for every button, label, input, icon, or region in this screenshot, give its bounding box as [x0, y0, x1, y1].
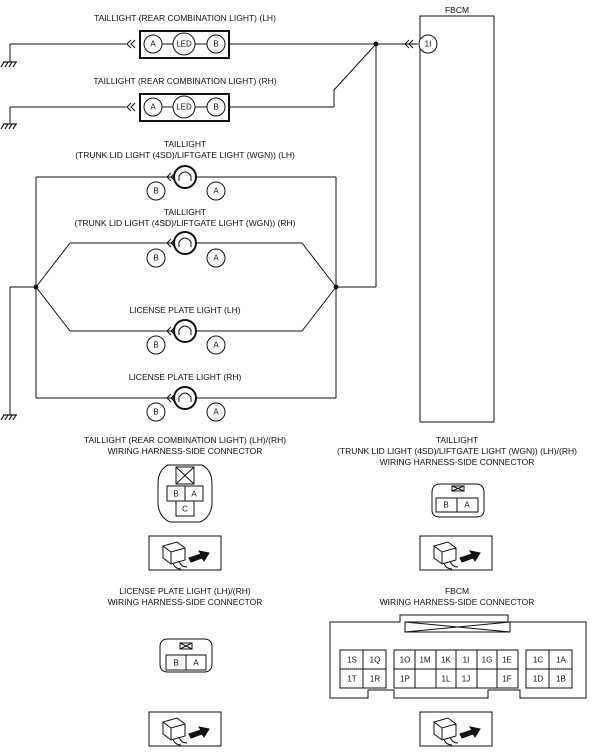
conn-rear-title-2: WIRING HARNESS-SIDE CONNECTOR: [107, 446, 263, 456]
license-rh-title: LICENSE PLATE LIGHT (RH): [128, 372, 242, 382]
pin-label: LED: [176, 40, 192, 49]
taillight-lh-title: TAILLIGHT (REAR COMBINATION LIGHT) (LH): [94, 13, 276, 23]
pin-label: B: [173, 659, 178, 668]
pin-label: B: [443, 501, 448, 510]
pin-label: 1A: [556, 656, 566, 665]
pin-label: LED: [176, 103, 192, 112]
conn-license-title-1: LICENSE PLATE LIGHT (LH)/(RH): [119, 586, 251, 596]
trunk-rh-title-1: TAILLIGHT: [163, 207, 207, 217]
pin-label: A: [213, 341, 219, 350]
license-lh-title: LICENSE PLATE LIGHT (LH): [129, 305, 241, 315]
conn-trunk-title-3: WIRING HARNESS-SIDE CONNECTOR: [379, 457, 535, 467]
conn-license-title-2: WIRING HARNESS-SIDE CONNECTOR: [107, 597, 263, 607]
pin-label: A: [213, 408, 219, 417]
pin-label: 1I: [463, 656, 470, 665]
pin-label: 1S: [347, 656, 357, 665]
junction-dot: [333, 284, 339, 290]
connector-license-plate: [159, 638, 213, 673]
pin-label: 1E: [502, 656, 512, 665]
pin-label: 1P: [400, 675, 410, 684]
trunk-rh-title-2: (TRUNK LID LIGHT (4SD)/LIFTGATE LIGHT (W…: [74, 218, 296, 228]
ground-icon: [0, 414, 17, 421]
pin-label: B: [213, 103, 218, 112]
junction-dot: [373, 41, 379, 47]
pin-label: B: [153, 341, 158, 350]
pin-label: 1K: [441, 656, 451, 665]
pin-label: 1L: [442, 675, 451, 684]
bulb-filament-icon: [178, 171, 192, 402]
pin-label: A: [191, 490, 197, 499]
pin-label: B: [153, 254, 158, 263]
pin-label: 1T: [347, 675, 356, 684]
pin-label: A: [464, 501, 470, 510]
pin-label: 1D: [533, 675, 543, 684]
pin-label: 1C: [533, 656, 543, 665]
fbcm-box: [419, 15, 495, 423]
pin-label: 1O: [400, 656, 411, 665]
conn-trunk-title-1: TAILLIGHT: [435, 435, 479, 445]
conn-fbcm-title-1: FBCM: [444, 586, 470, 596]
pin-label: 1B: [556, 675, 566, 684]
pin-label: 1G: [482, 656, 493, 665]
pin-label: 1M: [419, 656, 430, 665]
pin-label: A: [213, 187, 219, 196]
pin-label: A: [150, 103, 156, 112]
ground-icon: [0, 61, 17, 68]
pin-label: B: [173, 490, 178, 499]
fbcm-title: FBCM: [444, 5, 470, 15]
conn-rear-title-1: TAILLIGHT (REAR COMBINATION LIGHT) (LH)/…: [83, 435, 287, 445]
pin-label: B: [153, 187, 158, 196]
pin-label: A: [213, 254, 219, 263]
pin-label: 1J: [462, 675, 470, 684]
pin-label: C: [182, 505, 188, 514]
pin-label: 1I: [425, 40, 432, 49]
trunk-lh-title-2: (TRUNK LID LIGHT (4SD)/LIFTGATE LIGHT (W…: [75, 150, 295, 160]
pin-label: A: [150, 40, 156, 49]
connector-fbcm: [329, 614, 587, 699]
pin-label: 1R: [370, 675, 380, 684]
pin-label: B: [153, 408, 158, 417]
conn-trunk-title-2: (TRUNK LID LIGHT (4SD)/LIFTGATE LIGHT (W…: [337, 446, 577, 456]
pin-label: 1F: [502, 675, 511, 684]
taillight-rh-title: TAILLIGHT (REAR COMBINATION LIGHT) (RH): [93, 76, 277, 86]
conn-fbcm-title-2: WIRING HARNESS-SIDE CONNECTOR: [379, 597, 535, 607]
junction-dot: [33, 284, 39, 290]
connector-trunk-lid: [431, 483, 485, 518]
connector-rear-combination: [157, 464, 213, 523]
ground-icon: [0, 123, 17, 130]
trunk-lh-title-1: TAILLIGHT: [163, 139, 207, 149]
pin-label: 1Q: [370, 656, 381, 665]
pin-label: A: [193, 659, 199, 668]
pin-label: B: [213, 40, 218, 49]
